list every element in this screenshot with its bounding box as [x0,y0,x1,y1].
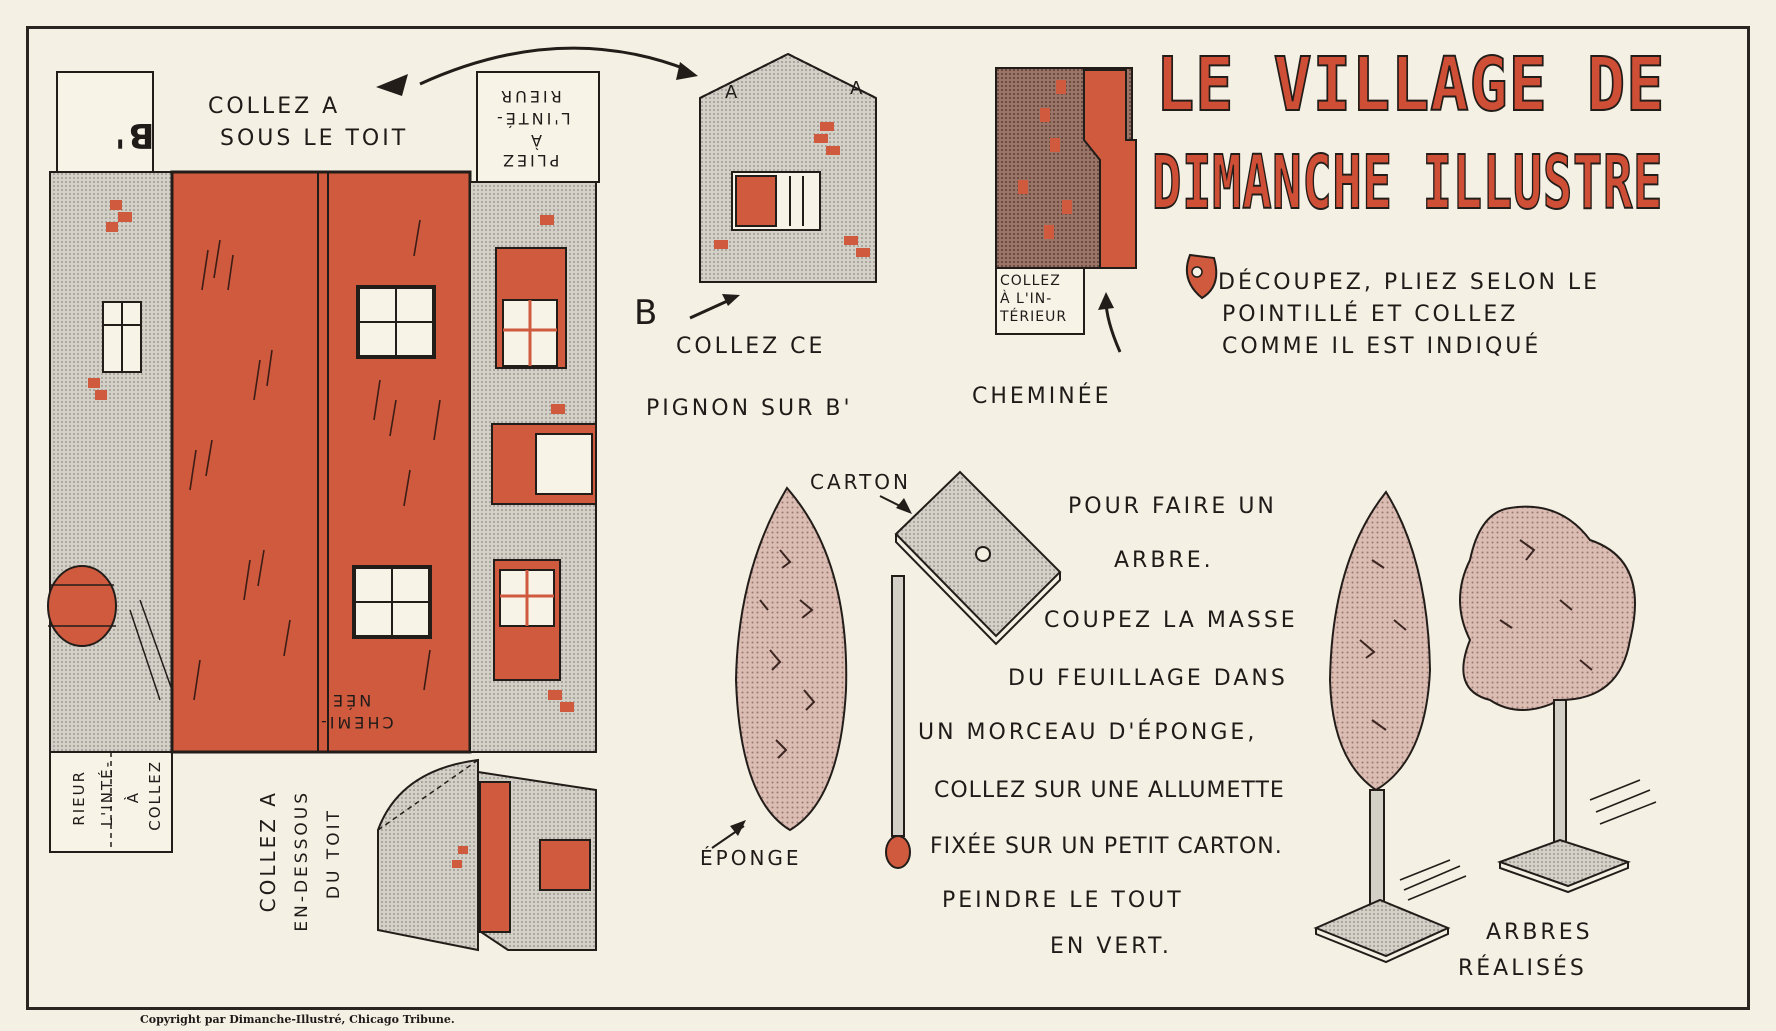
cheminee-roof-line-1: CHEMI- [318,713,394,732]
scissors-icon [1186,253,1218,300]
eponge-label: ÉPONGE [700,846,802,870]
instructions-line-1: DÉCOUPEZ, PLIEZ SELON LE [1218,270,1601,295]
collez-a-toit-line-2: SOUS LE TOIT [220,126,409,151]
collez-interieur-left-line-2: À [124,790,142,804]
instructions-line-3: COMME IL EST INDIQUÉ [1222,334,1542,359]
matchstick [885,575,911,869]
carton-label: CARTON [810,470,912,494]
collez-interieur-left-line-4: RIEUR [70,770,88,826]
tree-text-line-4: DU FEUILLAGE DANS [1008,666,1288,691]
pliez-line-1: PLIEZ [500,151,560,170]
barrel-icon [47,565,173,701]
instructions-line-2: POINTILLÉ ET COLLEZ [1222,302,1519,327]
round-tree [1459,505,1657,894]
arbres-line-2: RÉALISÉS [1458,956,1587,981]
arbres-line-1: ARBRES [1486,920,1593,945]
collez-pignon-line-2: PIGNON SUR B' [646,396,853,421]
pliez-line-2: À [528,131,542,150]
gable-piece [376,46,877,320]
title-line-1: LE VILLAGE DE [1155,41,1666,129]
title-line-2: DIMANCHE ILLUSTRE [1151,139,1664,227]
gable-a-label-right: A [850,78,866,99]
tree-text-line-1: POUR FAIRE UN [1068,494,1277,519]
cheminee-roof-line-2: NÉE [330,691,372,710]
cheminee-tab-line-3: TÉRIEUR [1000,309,1068,325]
collez-interieur-left-line-1: COLLEZ [146,760,164,831]
page-frame [26,26,1750,1010]
pliez-line-4: RIEUR [498,87,562,106]
b-prime-tab-label: B' [112,115,155,155]
carton-square [879,470,1062,646]
cheminee-label: CHEMINÉE [972,384,1112,409]
gable-a-label-left: A [725,82,741,103]
tree-text-line-6: COLLEZ SUR UNE ALLUMETTE [934,778,1285,803]
cheminee-tab-line-2: À L'IN- [1000,291,1053,307]
cypress-tree [1313,490,1467,964]
chimney-piece [995,67,1137,353]
tree-text-line-5: UN MORCEAU D'ÉPONGE, [918,720,1258,745]
tree-text-line-7: FIXÉE SUR UN PETIT CARTON. [930,834,1283,859]
collez-dessous-line-1: COLLEZ A [256,790,280,913]
copyright-line: Copyright par Dimanche-Illustré, Chicago… [140,1013,455,1026]
collez-interieur-left-line-3: L'INTÉ- [98,760,116,827]
b-label: B [634,293,661,333]
sponge-foliage [711,486,848,849]
tree-text-line-8: PEINDRE LE TOUT [942,888,1184,913]
collez-dessous-line-2: EN-DESSOUS [292,790,312,932]
tree-text-line-3: COUPEZ LA MASSE [1044,608,1298,633]
tree-text-line-9: EN VERT. [1050,934,1172,959]
collez-pignon-line-1: COLLEZ CE [676,334,826,359]
collez-dessous-line-3: DU TOIT [324,808,344,900]
cheminee-tab-line-1: COLLEZ [1000,273,1061,289]
pliez-line-3: L'INTÉ- [494,109,571,128]
tree-text-line-2: ARBRE. [1114,548,1214,573]
collez-a-toit-line-1: COLLEZ A [208,94,341,119]
house-cutout [47,71,600,952]
